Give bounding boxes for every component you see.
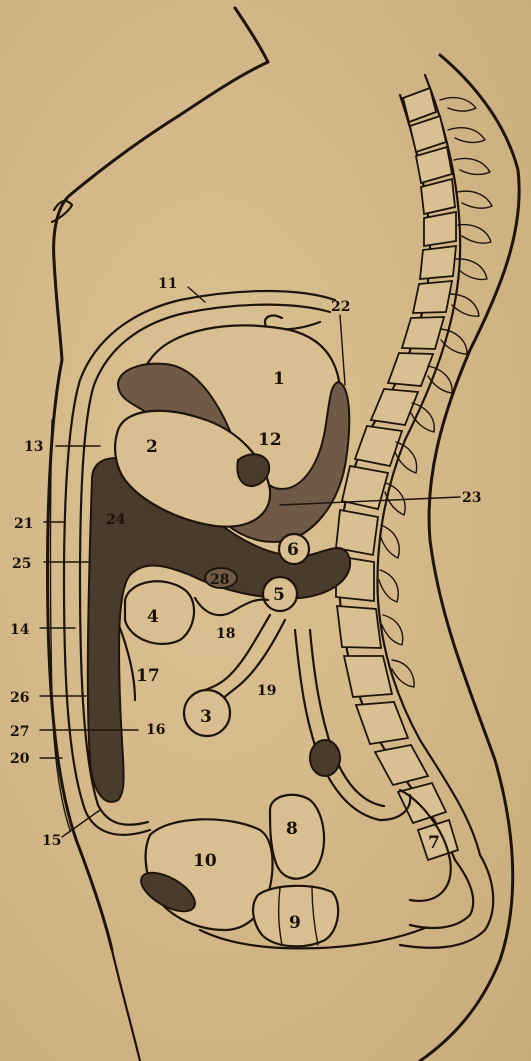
label-7: 7 <box>428 833 440 853</box>
pancreas-region <box>237 454 269 486</box>
label-22: 22 <box>331 299 350 315</box>
label-13: 13 <box>24 439 43 455</box>
label-4: 4 <box>147 607 159 627</box>
vertebra <box>421 179 455 214</box>
vertebra <box>371 389 418 425</box>
rectal-mass <box>310 740 340 776</box>
intestine-loop-4 <box>125 581 194 644</box>
vertebra <box>402 317 444 349</box>
spinous-process <box>382 615 403 645</box>
vertebra <box>355 426 402 466</box>
label-3: 3 <box>200 707 212 727</box>
vertebra <box>344 656 392 697</box>
vertebra <box>413 281 452 313</box>
label-24: 24 <box>106 512 126 528</box>
spinous-process <box>448 128 485 143</box>
spinous-process <box>440 98 476 111</box>
label-17: 17 <box>136 666 160 686</box>
mesentery-line-18 <box>195 598 268 615</box>
label-28: 28 <box>210 572 229 588</box>
label-26: 26 <box>10 690 29 706</box>
label-25: 25 <box>12 556 31 572</box>
vertebra <box>388 353 433 386</box>
label-12: 12 <box>258 430 282 450</box>
label-5: 5 <box>273 585 285 605</box>
spinous-process <box>458 225 491 244</box>
leader-line <box>340 315 345 385</box>
sacrum-segment <box>375 745 428 785</box>
label-27: 27 <box>10 724 29 740</box>
label-11: 11 <box>158 276 177 292</box>
label-8: 8 <box>286 819 298 839</box>
label-14: 14 <box>10 622 30 638</box>
vertebra <box>403 88 436 122</box>
lower-front-outline <box>112 950 140 1061</box>
spinous-process <box>411 403 434 432</box>
vertebra <box>356 702 408 744</box>
vertebra <box>337 606 381 648</box>
label-2: 2 <box>146 437 158 457</box>
label-16: 16 <box>146 722 165 738</box>
label-15: 15 <box>42 833 61 849</box>
label-20: 20 <box>10 751 30 767</box>
label-10: 10 <box>193 851 217 871</box>
sacrum-segment <box>398 783 446 823</box>
mesentery-loop-19 <box>205 615 270 690</box>
vertebral-column <box>336 88 458 860</box>
spinous-process <box>379 570 398 602</box>
spinous-process <box>454 159 490 175</box>
label-21: 21 <box>14 516 33 532</box>
label-9: 9 <box>289 913 301 933</box>
mesentery-line-17 <box>120 628 135 700</box>
label-1: 1 <box>273 369 285 389</box>
vertebra <box>416 147 452 183</box>
spinous-process <box>380 525 399 558</box>
label-23: 23 <box>462 490 481 506</box>
leader-line <box>188 287 205 302</box>
label-19: 19 <box>257 683 276 699</box>
label-6: 6 <box>287 540 299 560</box>
spinous-process <box>457 191 492 208</box>
vertebra <box>424 212 456 246</box>
vertebra <box>410 116 446 152</box>
spinous-process <box>395 442 417 473</box>
label-18: 18 <box>216 626 235 642</box>
vertebra <box>420 246 456 279</box>
